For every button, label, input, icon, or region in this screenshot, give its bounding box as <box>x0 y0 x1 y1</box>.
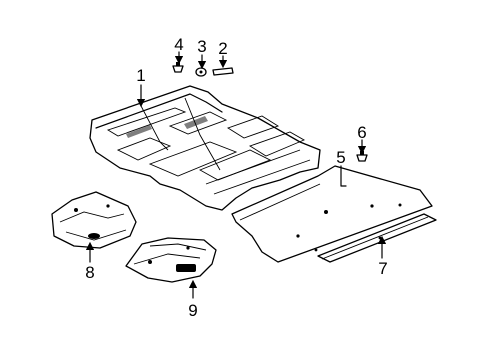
part-1-floor-carpet <box>89 85 321 211</box>
callout-9: 9 <box>188 301 197 320</box>
callout-1: 1 <box>136 66 145 85</box>
callout-4: 4 <box>174 35 183 54</box>
fastener-6-clip <box>356 151 368 162</box>
part-8-left-shield <box>51 191 137 249</box>
part-5-floor-insulator <box>231 165 433 263</box>
fastener-2-pin <box>212 67 234 76</box>
callout-labels: 1 2 3 4 5 6 7 8 9 <box>85 35 387 320</box>
callout-3: 3 <box>197 37 206 56</box>
leader-lines <box>85 51 387 299</box>
callout-7: 7 <box>378 259 387 278</box>
fastener-3-grommet <box>195 67 207 77</box>
callout-6: 6 <box>357 123 366 142</box>
callout-5: 5 <box>336 148 345 167</box>
fastener-4-clip <box>172 62 184 73</box>
part-7-sill-strip <box>317 213 437 263</box>
callout-8: 8 <box>85 263 94 282</box>
callout-2: 2 <box>218 39 227 58</box>
part-9-center-shield <box>125 237 217 283</box>
